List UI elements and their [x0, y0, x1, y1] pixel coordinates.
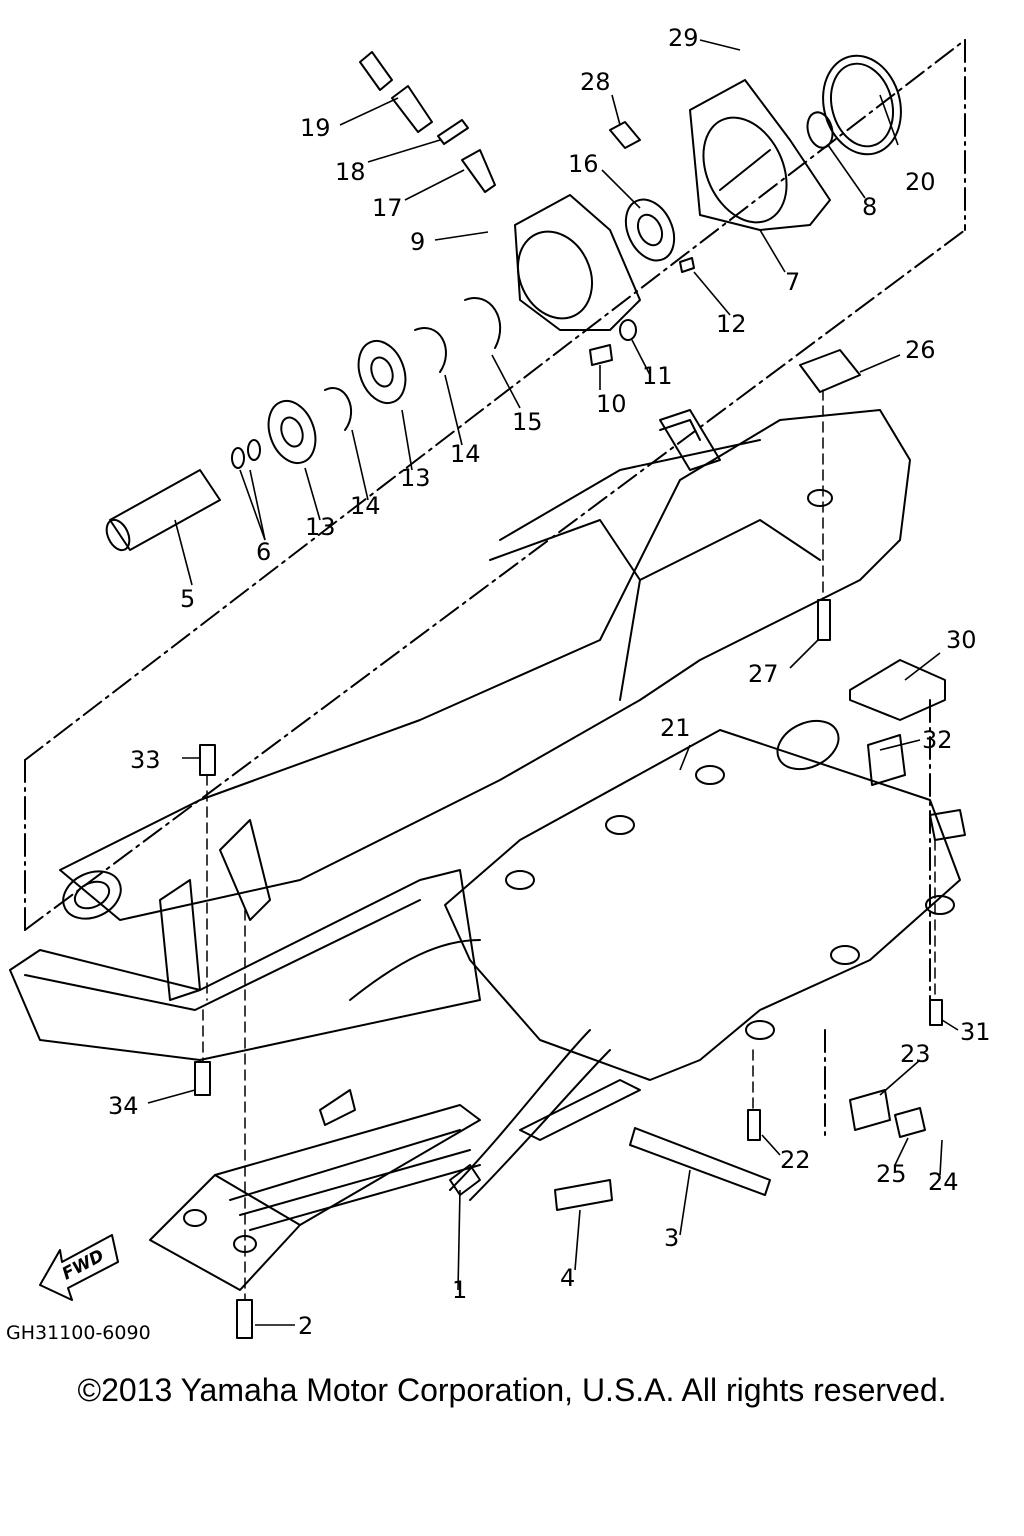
callout-14a: 14 [450, 440, 481, 468]
electrical-parts [776, 349, 966, 1138]
callout-30: 29 [668, 24, 699, 52]
callout-31: 30 [946, 626, 977, 654]
callout-4: 4 [560, 1264, 575, 1292]
mounting-plate [149, 939, 771, 1291]
callout-18: 17 [372, 194, 403, 222]
callout-11: 11 [642, 362, 673, 390]
callout-5: 5 [180, 585, 195, 613]
callout-19: 18 [335, 158, 366, 186]
callout-28: 27 [748, 660, 779, 688]
callout-13: 13 [305, 513, 336, 541]
callout-32: 31 [960, 1018, 991, 1046]
copyright-notice: ©2013 Yamaha Motor Corporation, U.S.A. A… [77, 1372, 947, 1408]
fwd-arrow-label: FWD [59, 1246, 108, 1285]
fwd-arrow [39, 1234, 119, 1301]
callout-22: 21 [660, 714, 691, 742]
callout-1: 1 [452, 1276, 467, 1304]
callout-20: 19 [300, 114, 331, 142]
pump-housing-assembly [514, 54, 902, 331]
callout-6: 6 [256, 538, 271, 566]
callout-2: 2 [298, 1312, 313, 1340]
shaft-and-bearings [105, 257, 695, 552]
callout-23: 22 [780, 1146, 811, 1174]
callout-9: 9 [410, 228, 425, 256]
callout-35: 34 [108, 1092, 139, 1120]
alignment-lines [202, 389, 936, 1301]
callout-7: 7 [785, 268, 800, 296]
callout-17: 15 [512, 408, 543, 436]
callout-24: 23 [900, 1040, 931, 1068]
callout-34: 33 [130, 746, 161, 774]
callout-21: 20 [905, 168, 936, 196]
callout-14b: 14 [350, 492, 381, 520]
callout-16: 16 [568, 150, 599, 178]
callout-3: 3 [664, 1224, 679, 1252]
callout-15: 13 [400, 464, 431, 492]
callout-25: 24 [928, 1168, 959, 1196]
callout-labels: 29 28 19 18 16 17 9 20 8 7 12 26 11 10 1… [108, 24, 991, 1340]
bolts [194, 599, 943, 1339]
callout-29: 28 [580, 68, 611, 96]
leader-lines [147, 39, 959, 1326]
callout-8: 8 [862, 193, 877, 221]
callout-33: 32 [922, 726, 953, 754]
callout-26: 25 [876, 1160, 907, 1188]
intake-plate [9, 869, 481, 1061]
callout-27: 26 [905, 336, 936, 364]
assembly-frame [24, 39, 966, 1141]
part-code: GH31100-6090 [6, 1322, 151, 1340]
callout-10: 10 [596, 390, 627, 418]
exploded-parts-diagram: 29 28 19 18 16 17 9 20 8 7 12 26 11 10 1… [6, 24, 991, 1340]
jet-pump-body [59, 409, 911, 1001]
ride-plate [444, 729, 961, 1081]
callout-12: 12 [716, 310, 747, 338]
